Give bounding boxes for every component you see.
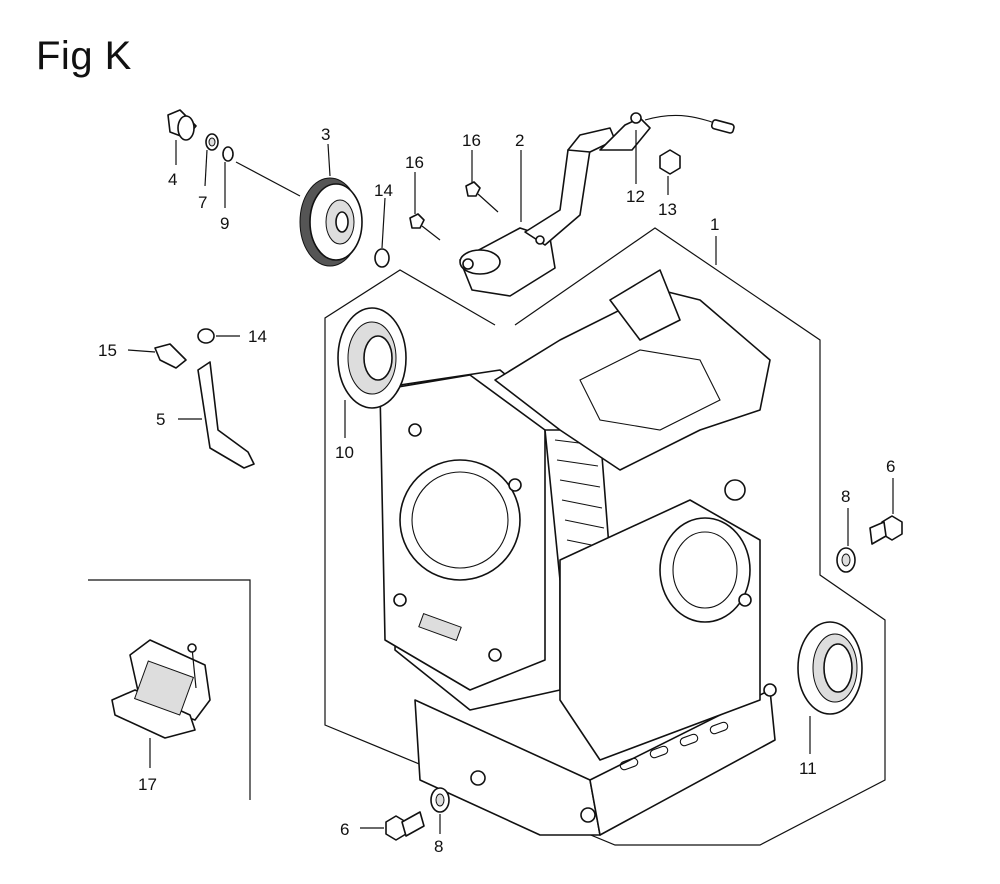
callout-17: 17 [138,775,157,794]
callout-labels: 1 2 3 4 5 6 6 7 8 8 9 10 11 12 13 14 14 … [98,125,895,856]
callout-8-lower: 8 [434,837,443,856]
bearing [337,307,407,409]
washer-upper [374,248,390,268]
callout-2: 2 [515,131,524,150]
callout-10: 10 [335,443,354,462]
assembly-outline [324,227,886,846]
washer-lower [197,328,215,344]
callout-11: 11 [799,759,817,778]
callout-8-right: 8 [841,487,850,506]
callout-6-lower: 6 [340,820,349,839]
crankcase [379,269,777,836]
callout-4: 4 [168,170,177,189]
governor-clip [154,343,187,369]
callout-1: 1 [710,215,719,234]
bolt-6-right [869,515,903,545]
figure-title: Fig K [36,34,132,78]
oil-seal [797,621,863,715]
callout-15: 15 [98,341,117,360]
governor-slider [167,109,197,141]
callout-16-upper: 16 [462,131,481,150]
callout-9: 9 [220,214,229,233]
clip-9 [222,146,234,162]
callout-5: 5 [156,410,165,429]
callout-13: 13 [658,200,677,219]
washer-8-right [836,547,856,573]
washer-8-lower [430,787,450,813]
nut-13 [659,149,681,175]
callout-12: 12 [626,187,645,206]
governor-gear [299,177,363,267]
callout-14-lower: 14 [248,327,267,346]
breather-tube [459,127,616,297]
callout-3: 3 [321,125,330,144]
leader-lines [127,130,894,834]
bolt-6-lower [385,811,425,841]
washer-7 [205,133,219,151]
bolt-16-upper [465,181,499,213]
governor-shaft [197,361,255,469]
bolt-16-lower [409,213,441,241]
callout-7: 7 [198,193,207,212]
callout-16-lower: 16 [405,153,424,172]
callout-6-right: 6 [886,457,895,476]
engine-mount [111,639,211,739]
callout-14-upper: 14 [374,181,393,200]
oil-sensor [599,112,735,151]
inset-frame [88,579,251,800]
